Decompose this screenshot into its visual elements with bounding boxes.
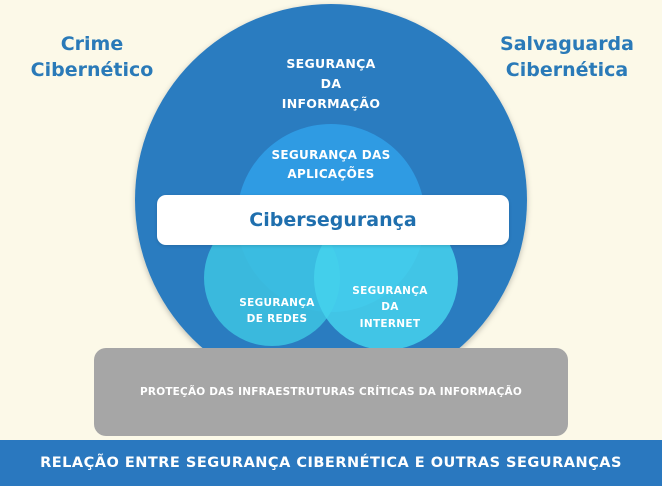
information-security-line2: DA [320, 76, 342, 91]
internet-security-line1: SEGURANÇA [352, 285, 428, 297]
cybersecurity-label: Cibersegurança [249, 209, 417, 231]
footer-title: RELAÇÃO ENTRE SEGURANÇA CIBERNÉTICA E OU… [40, 455, 622, 471]
network-security-line1: SEGURANÇA [239, 297, 315, 309]
critical-infrastructure-label: PROTEÇÃO DAS INFRAESTRUTURAS CRÍTICAS DA… [140, 386, 522, 398]
footer-banner: RELAÇÃO ENTRE SEGURANÇA CIBERNÉTICA E OU… [0, 440, 662, 486]
internet-security-line2: DA [381, 301, 399, 314]
internet-security-label: SEGURANÇA DA INTERNET [335, 283, 445, 332]
internet-security-line3: INTERNET [359, 317, 421, 330]
cyber-crime-title-line1: Crime [60, 33, 124, 55]
information-security-label: SEGURANÇA DA INFORMAÇÃO [256, 54, 406, 114]
network-security-label: SEGURANÇA DE REDES [222, 295, 332, 328]
cyber-crime-title-line2: Cibernético [30, 58, 154, 81]
application-security-line1: SEGURANÇA DAS [271, 148, 391, 162]
cyber-safeguard-title: Salvaguarda Cibernética [492, 32, 642, 83]
application-security-label: SEGURANÇA DAS APLICAÇÕES [246, 146, 416, 183]
cybersecurity-bar: Cibersegurança [157, 195, 509, 245]
cyber-safeguard-title-line2: Cibernética [505, 58, 629, 81]
network-security-line2: DE REDES [246, 313, 308, 326]
critical-infrastructure-box: PROTEÇÃO DAS INFRAESTRUTURAS CRÍTICAS DA… [94, 348, 568, 436]
information-security-line1: SEGURANÇA [286, 56, 376, 71]
cyber-crime-title: Crime Cibernético [22, 32, 162, 83]
information-security-line3: INFORMAÇÃO [281, 96, 381, 111]
cyber-safeguard-title-line1: Salvaguarda [500, 33, 634, 55]
application-security-line2: APLICAÇÕES [287, 166, 375, 181]
